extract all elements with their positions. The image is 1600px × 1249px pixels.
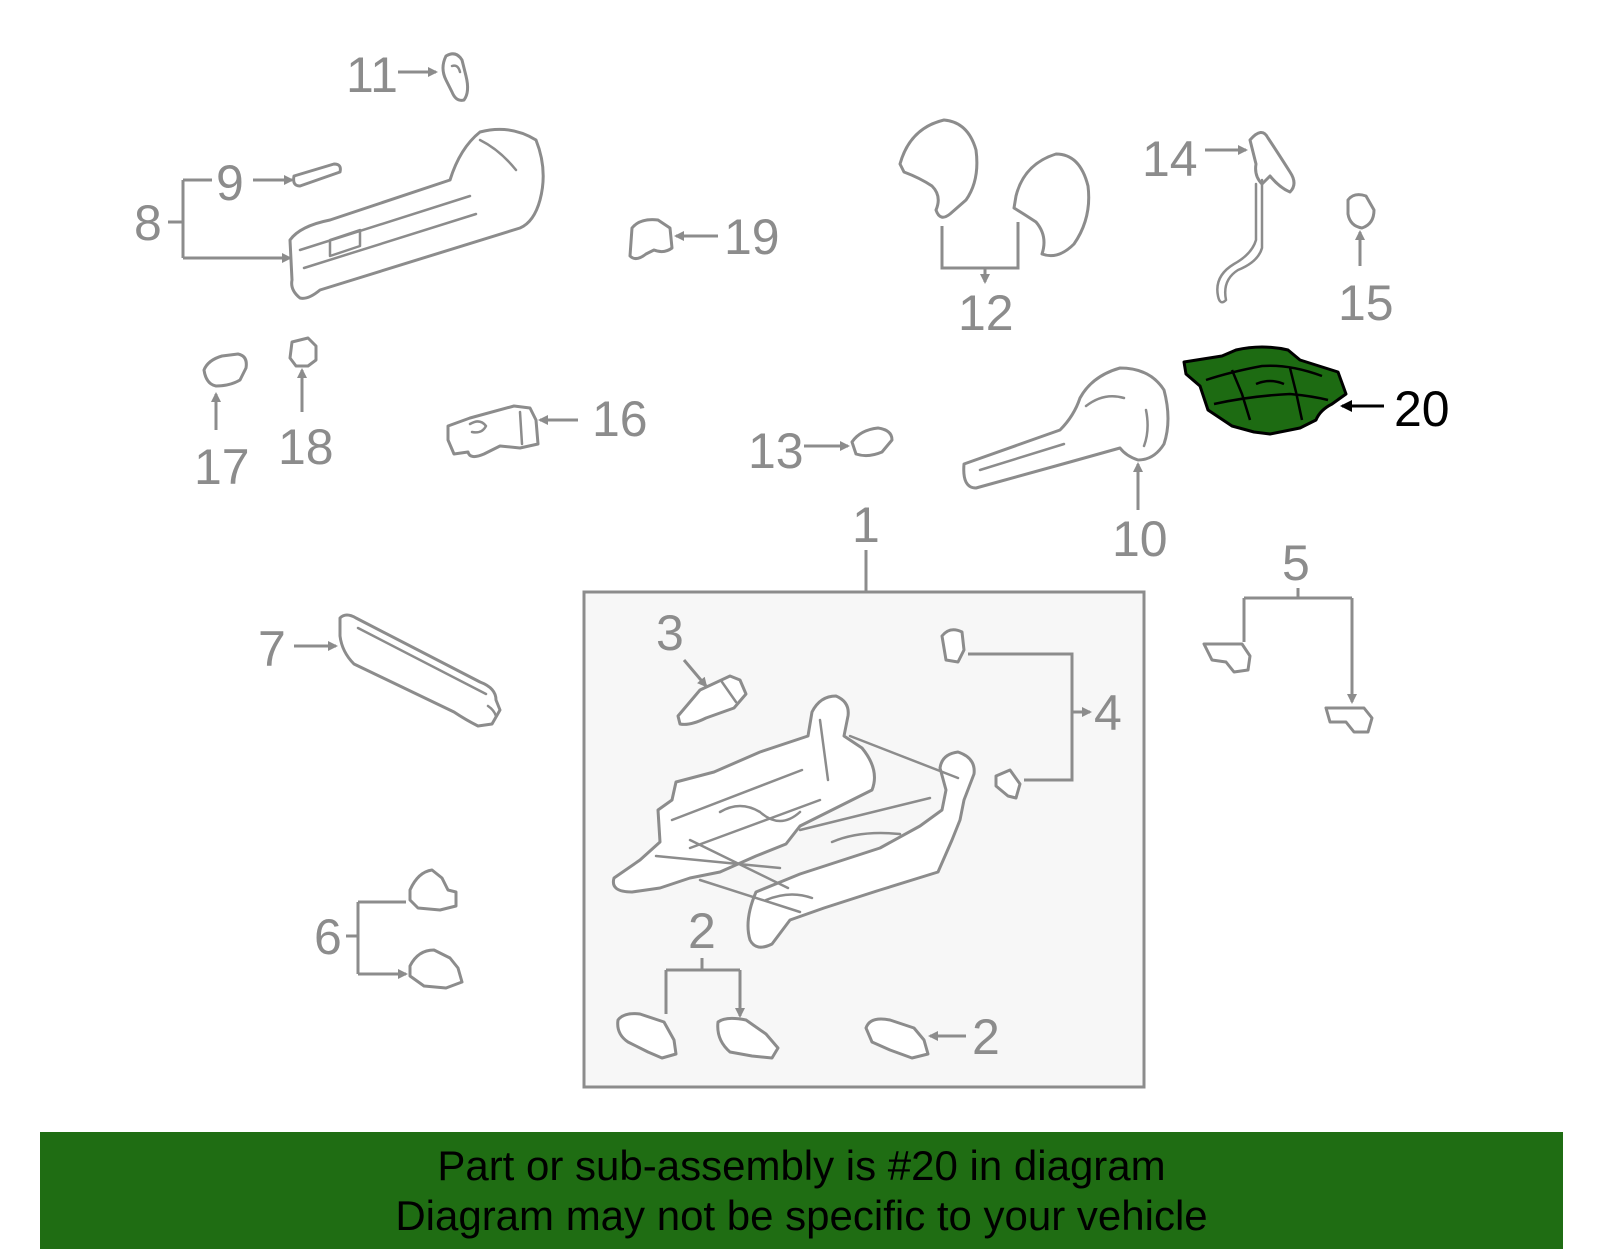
part-3: 3 bbox=[656, 605, 748, 726]
part-2-pair: 2 bbox=[616, 903, 780, 1060]
callout-3: 3 bbox=[656, 605, 684, 661]
callout-2b: 2 bbox=[972, 1009, 1000, 1065]
part-12: 12 bbox=[898, 118, 1091, 341]
callout-12: 12 bbox=[958, 285, 1014, 341]
part-6: 6 bbox=[314, 868, 464, 990]
callout-7: 7 bbox=[258, 621, 286, 677]
callout-8: 8 bbox=[134, 195, 162, 251]
seat-track-frame bbox=[611, 694, 976, 949]
callout-4: 4 bbox=[1094, 685, 1122, 741]
callout-18: 18 bbox=[278, 419, 334, 475]
callout-10: 10 bbox=[1112, 511, 1168, 567]
banner-line-1: Part or sub-assembly is #20 in diagram bbox=[437, 1141, 1166, 1189]
callout-9: 9 bbox=[216, 155, 244, 211]
callout-2a: 2 bbox=[688, 903, 716, 959]
part-17: 17 bbox=[194, 352, 250, 495]
part-14: 14 bbox=[1142, 131, 1296, 304]
callout-20: 20 bbox=[1394, 381, 1450, 437]
part-8-9: 9 8 bbox=[134, 127, 545, 300]
callout-11: 11 bbox=[346, 47, 398, 103]
callout-19: 19 bbox=[724, 209, 780, 265]
callout-1: 1 bbox=[852, 497, 880, 553]
callout-13: 13 bbox=[748, 423, 804, 479]
part-4: 4 bbox=[940, 628, 1122, 800]
callout-14: 14 bbox=[1142, 131, 1198, 187]
part-19: 19 bbox=[628, 209, 780, 265]
callout-16: 16 bbox=[592, 391, 648, 447]
part-11: 11 bbox=[346, 47, 470, 103]
part-5: 5 bbox=[1202, 535, 1374, 734]
part-10: 10 bbox=[962, 366, 1170, 567]
info-banner: Part or sub-assembly is #20 in diagram D… bbox=[40, 1132, 1563, 1249]
callout-6: 6 bbox=[314, 909, 342, 965]
callout-15: 15 bbox=[1338, 275, 1394, 331]
part-2-single: 2 bbox=[864, 1009, 1000, 1065]
callout-17: 17 bbox=[194, 439, 250, 495]
part-13: 13 bbox=[748, 423, 894, 479]
part-20-highlighted: 20 bbox=[1182, 345, 1450, 437]
part-16: 16 bbox=[446, 391, 648, 459]
part-18: 18 bbox=[278, 336, 334, 475]
callout-5: 5 bbox=[1282, 535, 1310, 591]
banner-line-2: Diagram may not be specific to your vehi… bbox=[395, 1191, 1208, 1239]
part-7: 7 bbox=[258, 613, 502, 728]
part-15: 15 bbox=[1338, 193, 1394, 331]
